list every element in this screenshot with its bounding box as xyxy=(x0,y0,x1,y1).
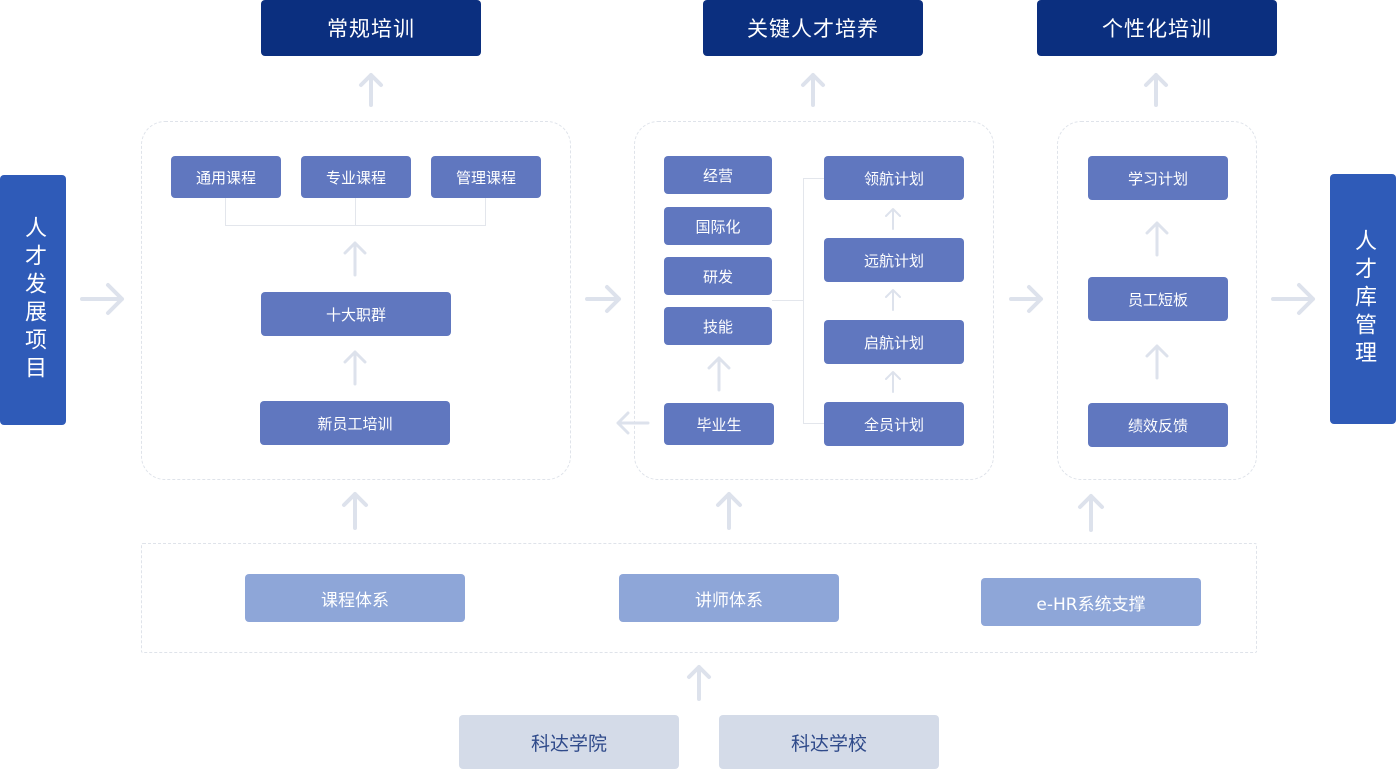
arrow-up-icon xyxy=(707,356,731,392)
arrow-up-icon xyxy=(687,665,711,701)
arrow-right-icon xyxy=(1271,283,1315,315)
side-box-left-text: 人才发展项目 xyxy=(21,216,46,384)
arrow-up-icon xyxy=(1144,73,1168,107)
connector-line xyxy=(355,198,356,226)
arrow-up-icon xyxy=(885,208,901,230)
group-key-talent xyxy=(634,121,994,480)
arrow-up-icon xyxy=(359,73,383,107)
arrow-up-icon xyxy=(1145,344,1169,380)
arrow-right-icon xyxy=(80,283,124,315)
arrow-up-icon xyxy=(343,350,367,386)
item-skills: 技能 xyxy=(664,307,772,345)
connector-line xyxy=(225,225,486,226)
side-box-talent-development: 人才发展项目 xyxy=(0,175,66,425)
group-regular xyxy=(141,121,571,480)
system-course: 课程体系 xyxy=(245,574,465,622)
arrow-up-icon xyxy=(342,492,368,530)
item-international: 国际化 xyxy=(664,207,772,245)
side-box-right-text: 人才库管理 xyxy=(1351,229,1376,369)
connector-line xyxy=(803,423,824,424)
arrow-right-icon xyxy=(585,285,621,313)
plan-launch: 启航计划 xyxy=(824,320,964,364)
connector-line xyxy=(225,198,226,226)
item-graduate: 毕业生 xyxy=(664,403,774,445)
plan-voyage: 远航计划 xyxy=(824,238,964,282)
course-general: 通用课程 xyxy=(171,156,281,198)
source-school: 科达学校 xyxy=(719,715,939,769)
connector-line xyxy=(772,300,804,301)
connector-line xyxy=(803,178,824,179)
group-systems xyxy=(141,543,1257,653)
arrow-up-icon xyxy=(1145,221,1169,257)
top-box-personalized-training: 个性化培训 xyxy=(1037,0,1277,56)
arrow-up-icon xyxy=(716,492,742,530)
course-management: 管理课程 xyxy=(431,156,541,198)
arrow-left-icon xyxy=(616,411,650,435)
performance-feedback: 绩效反馈 xyxy=(1088,403,1228,447)
employee-weakness: 员工短板 xyxy=(1088,277,1228,321)
plan-pilot: 领航计划 xyxy=(824,156,964,200)
plan-all-staff: 全员计划 xyxy=(824,402,964,446)
new-employee-training: 新员工培训 xyxy=(260,401,450,445)
arrow-up-icon xyxy=(801,73,825,107)
top-box-regular-training: 常规培训 xyxy=(261,0,481,56)
group-personalized xyxy=(1057,121,1257,480)
arrow-up-icon xyxy=(1078,494,1104,532)
system-lecturer: 讲师体系 xyxy=(619,574,839,622)
arrow-up-icon xyxy=(343,241,367,277)
connector-line xyxy=(485,198,486,226)
side-box-talent-pool: 人才库管理 xyxy=(1330,174,1396,424)
course-professional: 专业课程 xyxy=(301,156,411,198)
source-academy: 科达学院 xyxy=(459,715,679,769)
system-ehr: e-HR系统支撑 xyxy=(981,578,1201,626)
arrow-up-icon xyxy=(885,289,901,311)
arrow-up-icon xyxy=(885,371,901,393)
top-box-key-talent: 关键人才培养 xyxy=(703,0,923,56)
item-business: 经营 xyxy=(664,156,772,194)
connector-line xyxy=(803,178,804,424)
job-cluster: 十大职群 xyxy=(261,292,451,336)
item-rnd: 研发 xyxy=(664,257,772,295)
learning-plan: 学习计划 xyxy=(1088,156,1228,200)
arrow-right-icon xyxy=(1009,285,1043,313)
